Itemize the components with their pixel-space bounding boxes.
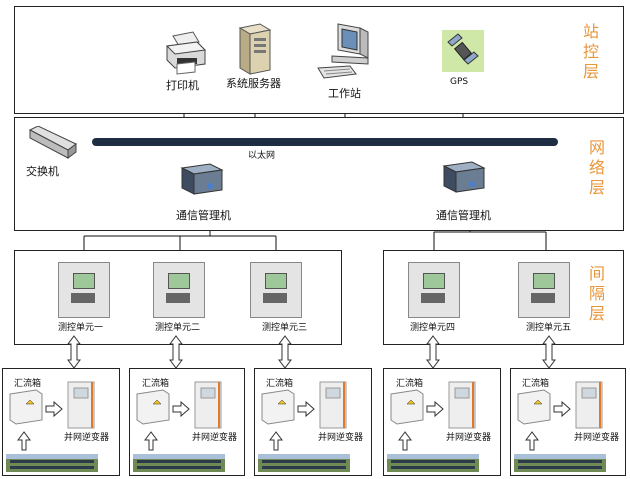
server-icon	[238, 23, 272, 75]
inverter-label-2: 并网逆变器	[192, 433, 238, 443]
control-unit-5	[518, 262, 570, 318]
bay-layer-label: 间隔层	[588, 264, 605, 323]
station-layer-panel	[14, 6, 624, 114]
control-unit-screen	[533, 273, 555, 289]
control-unit-keypad	[531, 293, 555, 303]
combiner-label-1: 汇流箱	[14, 379, 42, 389]
control-unit-3	[250, 262, 302, 318]
gps-label: GPS	[450, 77, 469, 87]
control-unit-keypad	[166, 293, 190, 303]
printer-icon	[165, 31, 207, 75]
control-unit-screen	[73, 273, 95, 289]
combiner-label-3: 汇流箱	[266, 379, 294, 389]
inverter-label-4: 并网逆变器	[446, 433, 492, 443]
workstation-label: 工作站	[328, 87, 361, 100]
ethernet-bus	[92, 138, 558, 146]
control-unit-screen	[168, 273, 190, 289]
inverter-label-1: 并网逆变器	[64, 433, 110, 443]
comm-manager-left-icon	[180, 163, 224, 195]
comm-manager-left-label: 通信管理机	[176, 209, 231, 222]
inverter-label-5: 并网逆变器	[574, 433, 620, 443]
combiner-label-2: 汇流箱	[142, 379, 170, 389]
control-unit-4-label: 测控单元四	[410, 323, 456, 333]
control-unit-2-label: 测控单元二	[155, 323, 201, 333]
combiner-label-4: 汇流箱	[396, 379, 424, 389]
inverter-label-3: 并网逆变器	[318, 433, 364, 443]
gps-satellite-icon	[442, 30, 484, 72]
control-unit-4	[408, 262, 460, 318]
control-unit-1	[58, 262, 110, 318]
control-unit-3-label: 测控单元三	[262, 323, 308, 333]
switch-icon	[28, 126, 77, 159]
comm-manager-right-label: 通信管理机	[436, 209, 491, 222]
control-unit-keypad	[71, 293, 95, 303]
combiner-label-5: 汇流箱	[522, 379, 550, 389]
network-layer-label: 网络层	[588, 138, 605, 197]
control-unit-2	[153, 262, 205, 318]
station-layer-label: 站控层	[582, 22, 599, 81]
network-layer-panel	[14, 117, 624, 231]
control-unit-keypad	[263, 293, 287, 303]
control-unit-5-label: 测控单元五	[526, 323, 572, 333]
workstation-icon	[317, 23, 369, 79]
control-unit-screen	[265, 273, 287, 289]
printer-label: 打印机	[166, 79, 199, 92]
control-unit-1-label: 测控单元一	[58, 323, 104, 333]
control-unit-screen	[423, 273, 445, 289]
comm-manager-right-icon	[442, 161, 486, 193]
ethernet-label: 以太网	[248, 151, 276, 161]
server-label: 系统服务器	[226, 77, 281, 90]
switch-label: 交换机	[26, 165, 59, 178]
control-unit-keypad	[421, 293, 445, 303]
